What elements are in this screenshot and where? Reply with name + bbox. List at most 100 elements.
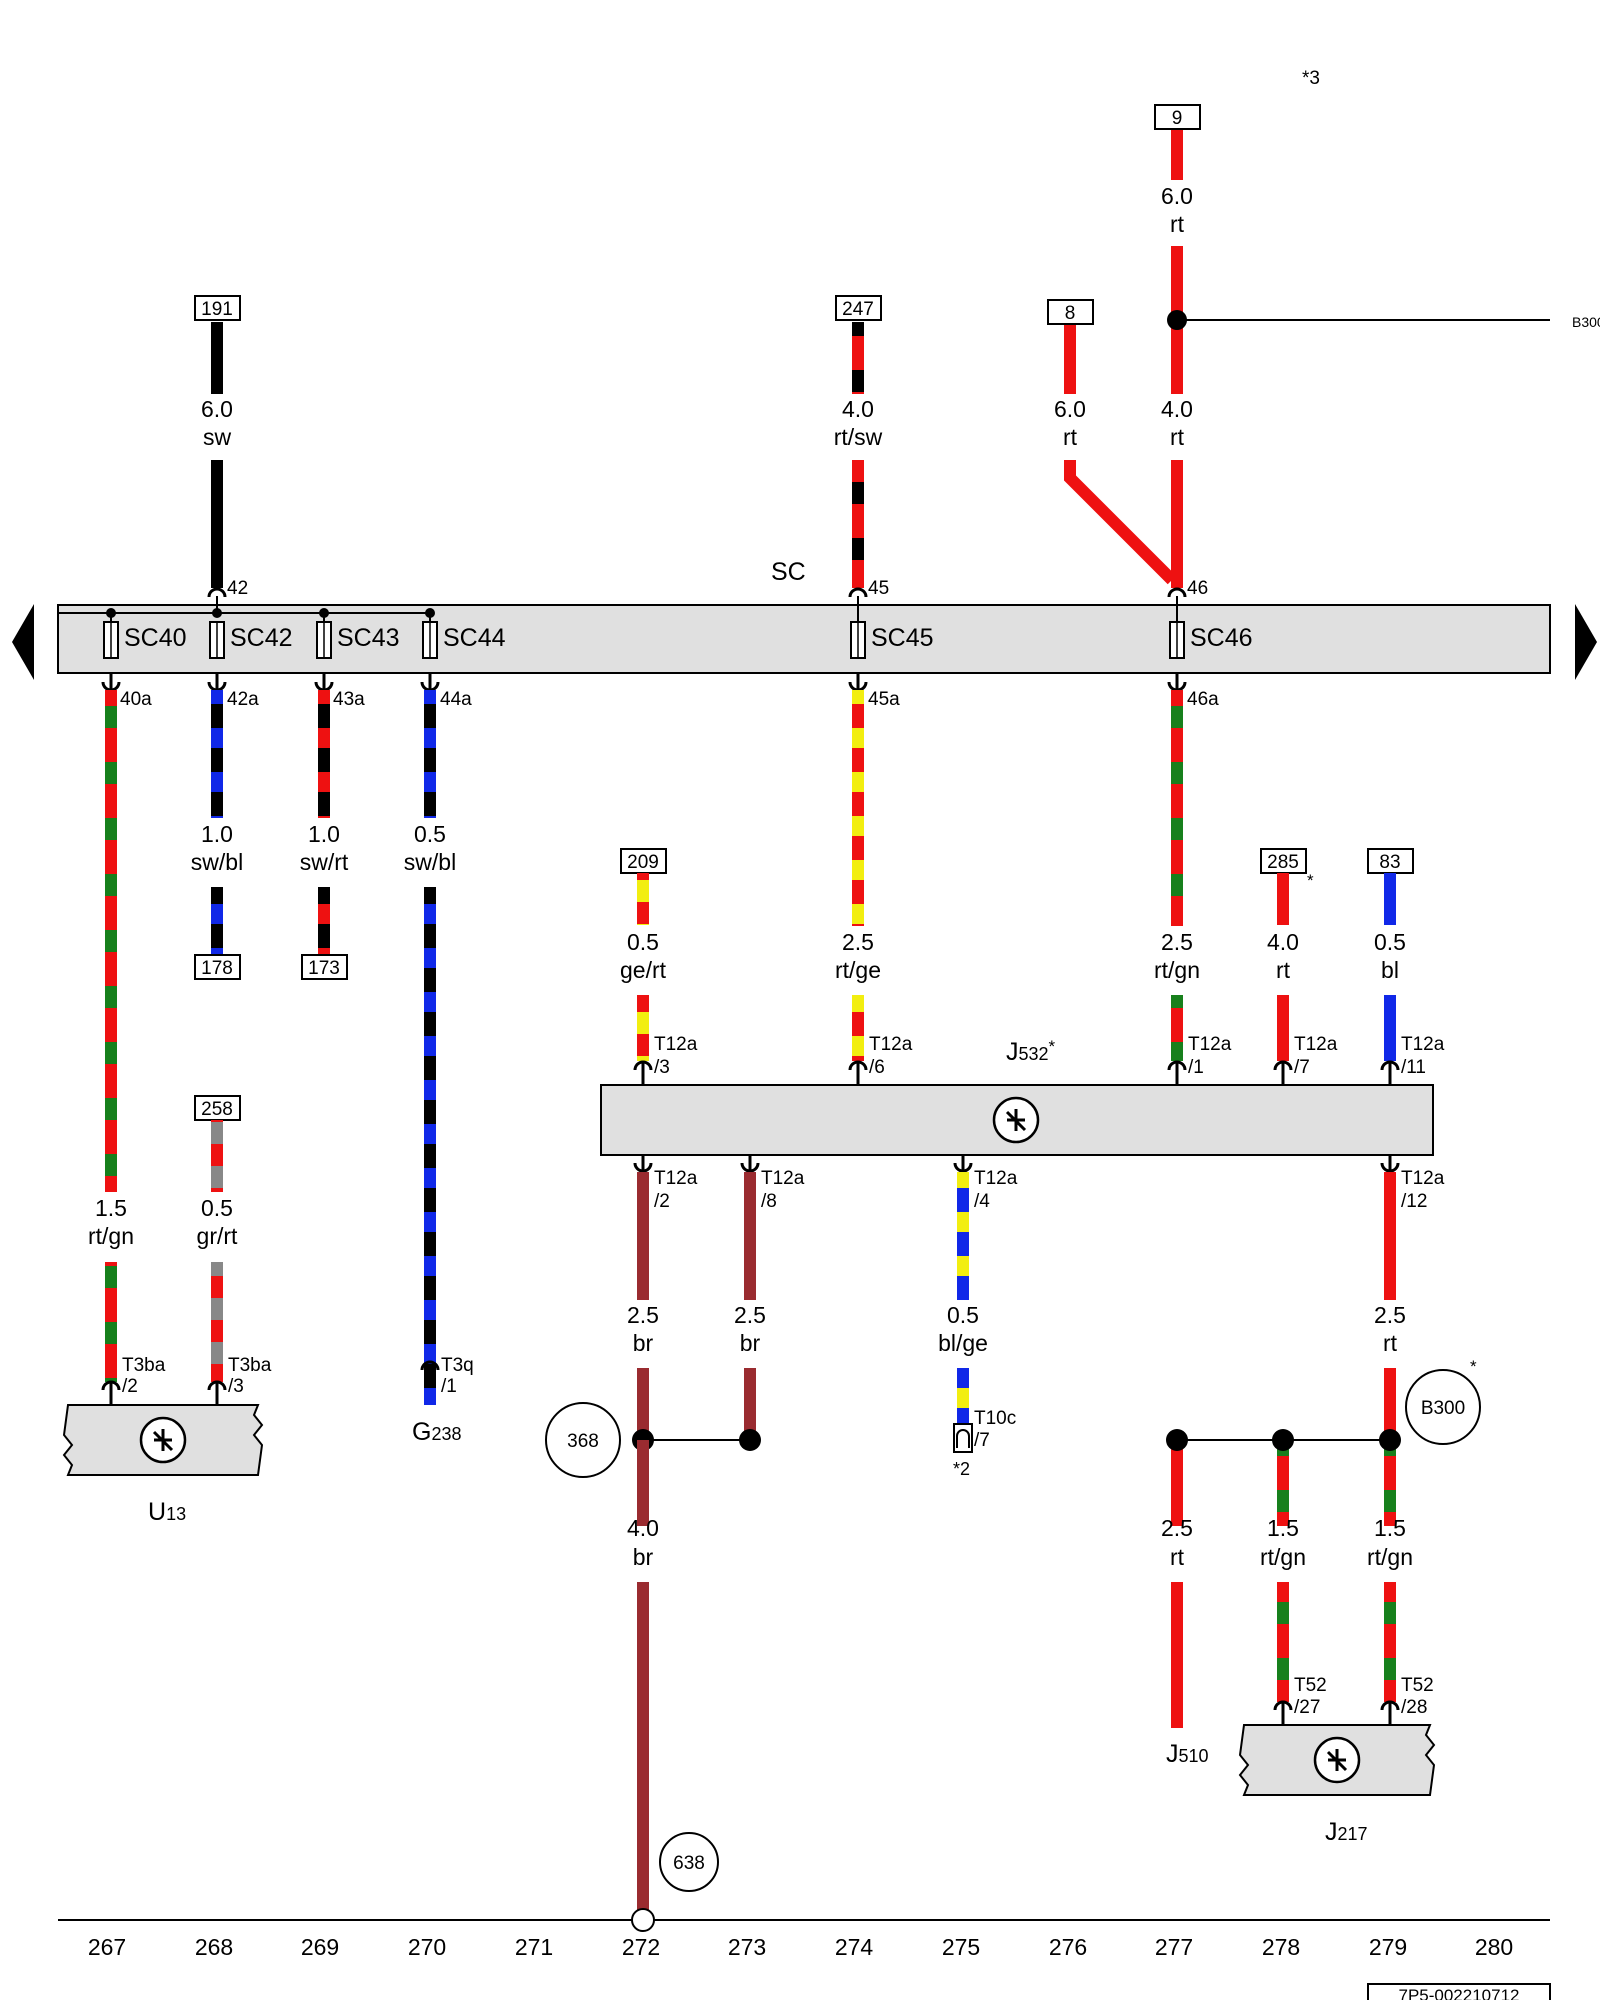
conn-label: T12a xyxy=(761,1168,805,1189)
ref-box: 8 xyxy=(1047,299,1094,325)
fuse-label: SC44 xyxy=(443,624,506,652)
pin-arcs-u13 xyxy=(101,1380,227,1405)
wire-size: 0.5 xyxy=(627,929,659,955)
ref-638: 638 xyxy=(673,1853,705,1874)
wire-size: 4.0 xyxy=(842,396,874,422)
scale-number: 277 xyxy=(1155,1934,1193,1960)
fuse-label: SC45 xyxy=(871,624,934,652)
conn-label: T12a xyxy=(1401,1168,1445,1189)
junction-dot xyxy=(1272,1429,1294,1451)
bus-name: SC xyxy=(771,558,806,586)
wire-size: 0.5 xyxy=(414,821,446,847)
wire-size: 2.5 xyxy=(1374,1302,1406,1328)
scale-number: 269 xyxy=(301,1934,339,1960)
offpage-label: B300 xyxy=(1572,314,1600,330)
scale-number: 273 xyxy=(728,1934,766,1960)
wire-43a-lower xyxy=(318,887,330,955)
ref-285: 285 xyxy=(1267,852,1299,873)
ref-circle xyxy=(659,1832,719,1892)
wire-color: rt xyxy=(1170,1544,1185,1570)
pin-label: 42 xyxy=(227,578,248,599)
wire-247-lower xyxy=(852,460,864,588)
wire-size: 4.0 xyxy=(1161,396,1193,422)
ref-258: 258 xyxy=(201,1099,233,1120)
wire-color: rt xyxy=(1383,1330,1398,1356)
conn-label: T3ba xyxy=(228,1355,272,1376)
wire-t12a2-lower xyxy=(637,1368,649,1440)
conn-label: T3ba xyxy=(122,1355,166,1376)
wire-size: 2.5 xyxy=(842,929,874,955)
scale-number: 279 xyxy=(1369,1934,1407,1960)
wire-color: sw/bl xyxy=(404,849,456,875)
ref-box: 178 xyxy=(194,954,241,980)
pin-arcs-j532-bottom xyxy=(633,1155,1400,1173)
wire-9-upper xyxy=(1171,128,1183,180)
component-j532: J532* xyxy=(1006,1037,1056,1066)
scale-number: 280 xyxy=(1475,1934,1513,1960)
pin-label: 44a xyxy=(440,689,472,710)
wire-209 xyxy=(637,873,649,925)
ref-box: 258 xyxy=(194,1095,241,1121)
wire-color: br xyxy=(633,1544,654,1570)
wire-size: 0.5 xyxy=(947,1302,979,1328)
ref-box: 9 xyxy=(1154,104,1201,130)
wire-color: rt/gn xyxy=(1154,957,1200,983)
pin-arcs-out xyxy=(101,673,1187,692)
wire-color: rt/gn xyxy=(88,1223,134,1249)
pin-label: 46a xyxy=(1187,689,1219,710)
scale-row: 267 268 269 270 271 272 273 274 275 276 … xyxy=(88,1934,1513,1960)
wire-258 xyxy=(211,1120,223,1192)
junction-dot xyxy=(1166,1429,1188,1451)
wire-t12a8 xyxy=(744,1172,756,1300)
wire-size: 1.0 xyxy=(308,821,340,847)
ref-b300: B300 xyxy=(1421,1398,1465,1419)
wire-color: bl xyxy=(1381,957,1399,983)
conn-label: T12a xyxy=(654,1034,698,1055)
junction-dot xyxy=(1167,310,1187,330)
scale-number: 267 xyxy=(88,1934,126,1960)
conn-label: T12a xyxy=(1401,1034,1445,1055)
conn-label: T10c xyxy=(974,1408,1016,1429)
bus-link-dots xyxy=(106,596,1178,622)
wire-191-upper xyxy=(211,322,223,394)
wire-size: 1.0 xyxy=(201,821,233,847)
conn-label: /12 xyxy=(1401,1191,1427,1212)
wire-size: 1.5 xyxy=(1267,1515,1299,1541)
ref-247: 247 xyxy=(842,299,874,320)
wire-color: sw/bl xyxy=(191,849,243,875)
wire-size: 1.5 xyxy=(95,1195,127,1221)
wire-83 xyxy=(1384,873,1396,925)
bus-left-arrow xyxy=(12,604,34,680)
wire-color: ge/rt xyxy=(620,957,667,983)
wire-285-lower xyxy=(1277,995,1289,1061)
bus-right-arrow xyxy=(1575,604,1597,680)
ref-box: 191 xyxy=(194,295,241,321)
wire-color: bl/ge xyxy=(938,1330,988,1356)
conn-label: /7 xyxy=(1294,1057,1310,1078)
pin-label: 40a xyxy=(120,689,152,710)
wire-t12a4 xyxy=(957,1172,969,1300)
junction-dot xyxy=(739,1429,761,1451)
sheet-id: 7P5-002210712 xyxy=(1398,1986,1519,2000)
wire-color: br xyxy=(633,1330,654,1356)
conn-label: /8 xyxy=(761,1191,777,1212)
electronics-icon xyxy=(992,1096,1040,1144)
footnote-top: *3 xyxy=(1302,68,1320,89)
scale-number: 270 xyxy=(408,1934,446,1960)
conn-label: /4 xyxy=(974,1191,990,1212)
conn-label: /3 xyxy=(654,1057,670,1078)
fuse-symbols xyxy=(103,621,1185,659)
wire-247-upper xyxy=(852,322,864,394)
wire-45a-lower xyxy=(852,995,864,1061)
wire-t12a4-lower xyxy=(957,1368,969,1424)
wire-color: rt/ge xyxy=(835,957,881,983)
conn-label: /28 xyxy=(1401,1697,1427,1718)
wire-size: 0.5 xyxy=(201,1195,233,1221)
ref-box: 173 xyxy=(301,954,348,980)
conn-label: /2 xyxy=(122,1376,138,1397)
wire-j217-27 xyxy=(1277,1440,1289,1526)
scale-number: 275 xyxy=(942,1934,980,1960)
connector-t10c-symbol xyxy=(953,1423,973,1453)
fuse-label: SC40 xyxy=(124,624,187,652)
